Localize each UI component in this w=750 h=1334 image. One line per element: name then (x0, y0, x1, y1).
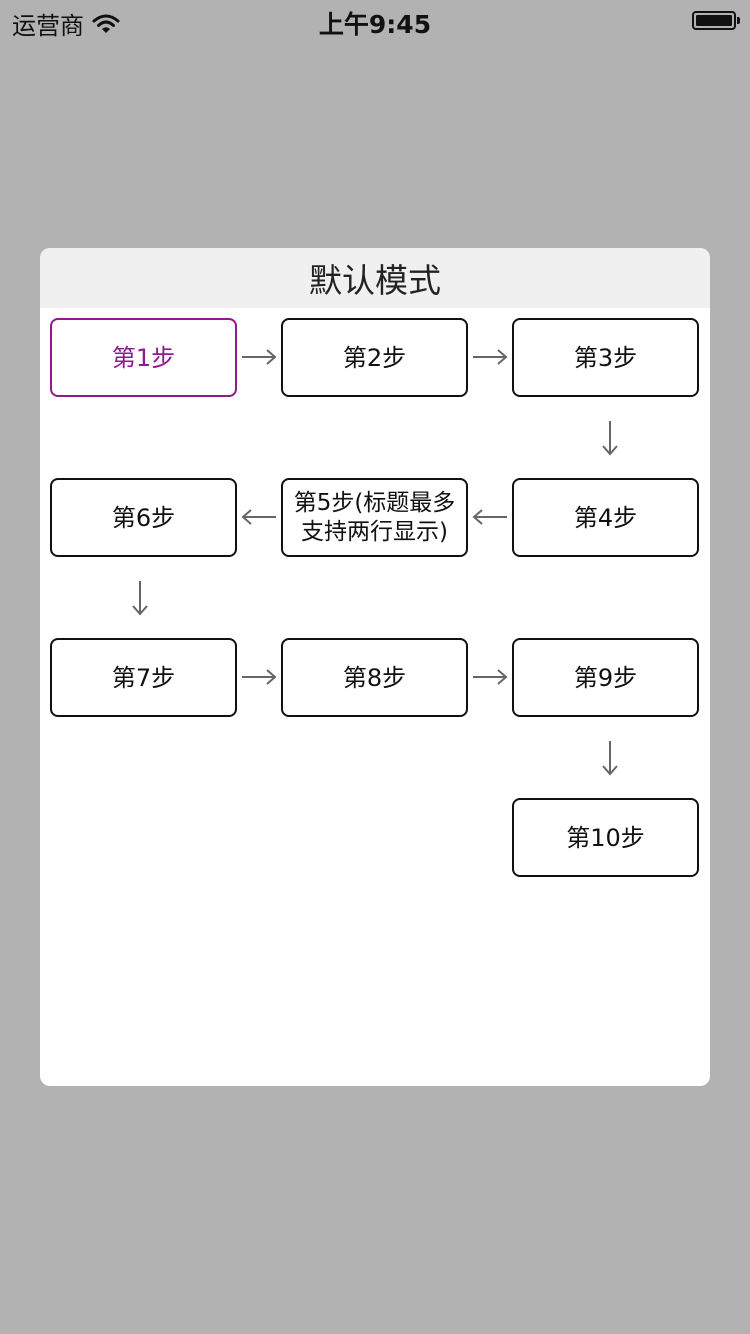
step-label: 第7步 (111, 663, 176, 692)
step-label: 第4步 (573, 503, 638, 532)
step-label: 第9步 (573, 663, 638, 692)
step-6[interactable]: 第6步 (50, 478, 237, 557)
step-label: 第8步 (342, 663, 407, 692)
step-label: 第10步 (566, 823, 645, 852)
step-label: 第3步 (573, 343, 638, 372)
arrow-left-icon (241, 506, 277, 528)
arrow-down-icon (599, 740, 621, 776)
arrow-left-icon (472, 506, 508, 528)
step-flow-dialog: 默认模式 第1步 第2步 第3步 第6步 第5步(标题最多支持两行 (40, 248, 710, 1086)
step-label: 第6步 (111, 503, 176, 532)
step-8[interactable]: 第8步 (281, 638, 468, 717)
carrier-label: 运营商 (12, 12, 84, 40)
carrier-info: 运营商 (12, 6, 120, 41)
step-label: 第5步(标题最多支持两行显示) (293, 489, 456, 545)
status-time: 上午9:45 (318, 10, 432, 39)
step-5[interactable]: 第5步(标题最多支持两行显示) (281, 478, 468, 557)
step-9[interactable]: 第9步 (512, 638, 699, 717)
step-2[interactable]: 第2步 (281, 318, 468, 397)
dialog-header: 默认模式 (40, 248, 710, 308)
status-bar: 运营商 上午9:45 (0, 0, 750, 40)
step-1[interactable]: 第1步 (50, 318, 237, 397)
step-label: 第2步 (342, 343, 407, 372)
arrow-right-icon (241, 666, 277, 688)
step-label: 第1步 (111, 343, 176, 372)
arrow-right-icon (472, 666, 508, 688)
arrow-right-icon (241, 346, 277, 368)
step-flow-board: 第1步 第2步 第3步 第6步 第5步(标题最多支持两行显示) (40, 308, 710, 1086)
step-4[interactable]: 第4步 (512, 478, 699, 557)
arrow-down-icon (129, 580, 151, 616)
battery-icon (692, 11, 740, 30)
step-10[interactable]: 第10步 (512, 798, 699, 877)
step-3[interactable]: 第3步 (512, 318, 699, 397)
arrow-right-icon (472, 346, 508, 368)
step-7[interactable]: 第7步 (50, 638, 237, 717)
arrow-down-icon (599, 420, 621, 456)
dialog-title: 默认模式 (309, 261, 441, 300)
wifi-icon (92, 14, 120, 33)
